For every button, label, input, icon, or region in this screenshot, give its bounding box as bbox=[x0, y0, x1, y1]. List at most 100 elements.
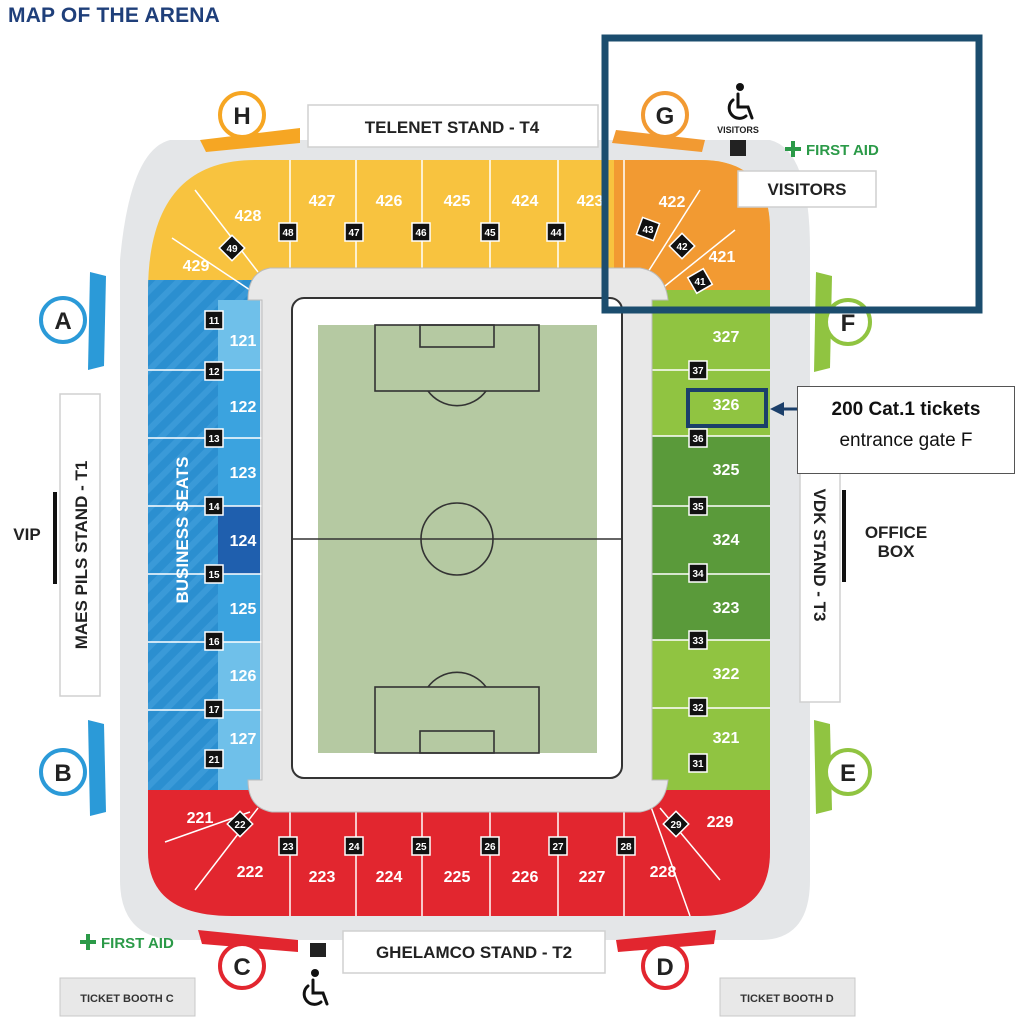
gate-e-badge bbox=[824, 748, 872, 796]
gate-d-label: D bbox=[656, 954, 673, 981]
visitors-small-label: VISITORS bbox=[717, 125, 759, 135]
door-42: 42 bbox=[676, 242, 688, 253]
door-34: 34 bbox=[692, 569, 704, 580]
door-46: 46 bbox=[415, 228, 427, 239]
door-35: 35 bbox=[692, 502, 704, 513]
office-box-label-line1: OFFICE bbox=[865, 523, 927, 542]
section-325: 325 bbox=[713, 462, 740, 479]
gate-b-badge bbox=[39, 748, 87, 796]
section-426: 426 bbox=[376, 193, 403, 210]
callout-line-2: entrance gate F bbox=[839, 430, 973, 451]
gate-h-label: H bbox=[233, 103, 250, 130]
door-11: 11 bbox=[209, 316, 220, 327]
door-15: 15 bbox=[208, 570, 220, 581]
visitors-box bbox=[737, 170, 877, 208]
section-323: 323 bbox=[713, 600, 740, 617]
door-27: 27 bbox=[552, 842, 564, 853]
section-227: 227 bbox=[579, 869, 606, 886]
section-223: 223 bbox=[309, 869, 336, 886]
section-425: 425 bbox=[444, 193, 471, 210]
section-221: 221 bbox=[187, 810, 214, 827]
door-markers: 49 48 47 46 45 44 43 42 41 11 12 13 14 1… bbox=[204, 216, 714, 856]
section-422: 422 bbox=[659, 194, 686, 211]
door-23: 23 bbox=[282, 842, 294, 853]
maes-pils-stand-board bbox=[59, 393, 101, 697]
ticket-booth-c bbox=[59, 977, 196, 1017]
section-326-highlight bbox=[686, 388, 768, 428]
ticket-booth-c-label: TICKET BOOTH C bbox=[80, 993, 174, 1005]
door-21: 21 bbox=[208, 755, 220, 766]
door-48: 48 bbox=[282, 228, 294, 239]
gate-c-label: C bbox=[233, 954, 250, 981]
door-37: 37 bbox=[692, 366, 704, 377]
goal-area-north bbox=[419, 324, 495, 348]
door-41: 41 bbox=[694, 277, 706, 288]
section-421: 421 bbox=[709, 249, 736, 266]
section-427: 427 bbox=[309, 193, 336, 210]
door-22: 22 bbox=[234, 820, 246, 831]
door-25: 25 bbox=[415, 842, 427, 853]
gate-d-badge bbox=[641, 942, 689, 990]
section-429: 429 bbox=[183, 258, 210, 275]
goal-area-south bbox=[419, 730, 495, 754]
section-424: 424 bbox=[512, 193, 539, 210]
vdk-stand-label: VDK STAND - T3 bbox=[810, 489, 829, 622]
ghelamco-stand-label: GHELAMCO STAND - T2 bbox=[376, 943, 572, 962]
gate-e-label: E bbox=[840, 760, 856, 787]
door-17: 17 bbox=[208, 705, 220, 716]
office-box-label-line2: BOX bbox=[878, 542, 916, 561]
door-33: 33 bbox=[692, 636, 704, 647]
gate-c-badge bbox=[218, 942, 266, 990]
gate-g-badge bbox=[641, 91, 689, 139]
section-224: 224 bbox=[376, 869, 403, 886]
callout-arrow-icon bbox=[770, 402, 784, 416]
east-dark-sections bbox=[652, 436, 770, 640]
door-36: 36 bbox=[692, 434, 704, 445]
door-12: 12 bbox=[208, 367, 220, 378]
gate-b-label: B bbox=[54, 760, 71, 787]
door-28: 28 bbox=[620, 842, 632, 853]
ticket-booth-d bbox=[719, 977, 856, 1017]
visitors-box-label: VISITORS bbox=[767, 180, 846, 199]
section-124: 124 bbox=[230, 533, 257, 550]
section-123: 123 bbox=[230, 465, 257, 482]
maes-pils-stand-label: MAES PILS STAND - T1 bbox=[72, 461, 91, 650]
ticket-booth-d-label: TICKET BOOTH D bbox=[740, 993, 834, 1005]
wheelchair-icon bbox=[727, 83, 754, 120]
door-43: 43 bbox=[642, 225, 654, 236]
first-aid-label-south: FIRST AID bbox=[101, 935, 174, 952]
penalty-arc-south bbox=[427, 671, 487, 688]
centre-circle bbox=[420, 502, 494, 576]
section-428: 428 bbox=[235, 208, 262, 225]
door-16: 16 bbox=[208, 637, 220, 648]
section-326: 326 bbox=[713, 397, 740, 414]
first-aid-label-north: FIRST AID bbox=[806, 142, 879, 159]
section-222: 222 bbox=[237, 864, 264, 881]
section-423: 423 bbox=[577, 193, 604, 210]
section-121: 121 bbox=[230, 333, 257, 350]
section-321: 321 bbox=[713, 730, 740, 747]
door-45: 45 bbox=[484, 228, 496, 239]
door-29: 29 bbox=[670, 820, 682, 831]
vdk-stand-board bbox=[799, 439, 841, 703]
door-32: 32 bbox=[692, 703, 704, 714]
vip-label: VIP bbox=[13, 525, 40, 544]
gate-h-badge bbox=[218, 91, 266, 139]
page-title: MAP OF THE ARENA bbox=[8, 4, 221, 27]
door-49: 49 bbox=[226, 244, 238, 255]
wheelchair-icon bbox=[302, 969, 329, 1006]
door-26: 26 bbox=[484, 842, 496, 853]
penalty-arc-north bbox=[427, 390, 487, 407]
gate-f-label: F bbox=[841, 310, 856, 337]
section-125: 125 bbox=[230, 601, 257, 618]
door-31: 31 bbox=[692, 759, 704, 770]
section-228: 228 bbox=[650, 864, 677, 881]
section-324: 324 bbox=[713, 532, 740, 549]
gate-a-badge bbox=[39, 296, 87, 344]
section-122: 122 bbox=[230, 399, 257, 416]
door-14: 14 bbox=[208, 502, 220, 513]
section-226: 226 bbox=[512, 869, 539, 886]
section-124-area bbox=[218, 506, 260, 574]
business-seats-label: BUSINESS SEATS bbox=[173, 456, 192, 603]
